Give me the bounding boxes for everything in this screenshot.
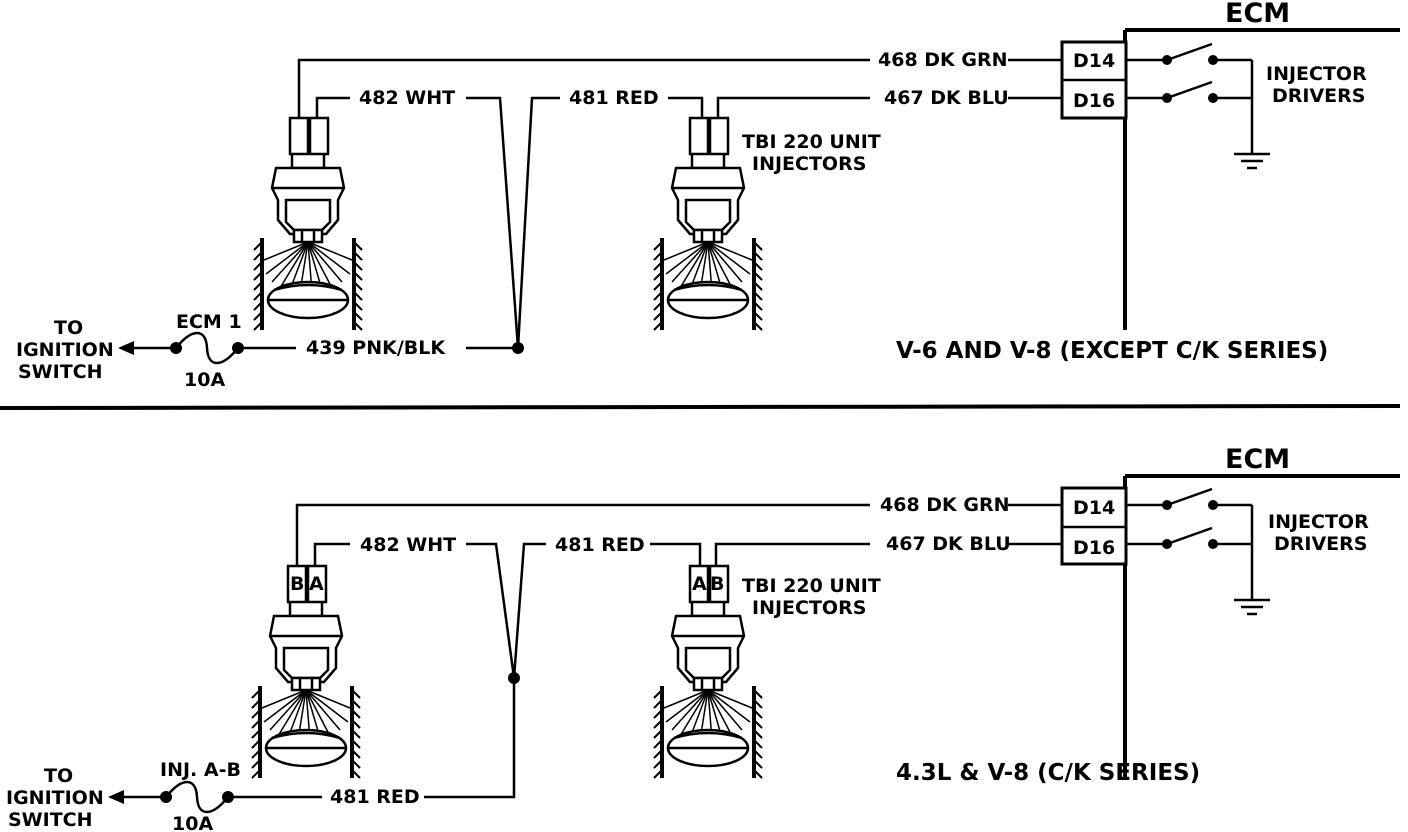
bottom-wire-468 — [295, 503, 870, 566]
top-to-ignition-line3: SWITCH — [18, 361, 103, 383]
bottom-to-ignition-line2: IGNITION — [6, 787, 104, 809]
bottom-diagram: ECM D14 D16 INJECTOR DRIVERS 468 DK GRN — [6, 444, 1400, 832]
top-wire-467-label: 467 DK BLU — [884, 87, 1009, 109]
top-left-injector-icon — [252, 116, 364, 332]
top-tbi-line1: TBI 220 UNIT — [742, 131, 881, 153]
top-to-ignition-line1: TO — [54, 317, 83, 339]
bottom-wire-468-label: 468 DK GRN — [880, 494, 1010, 516]
bottom-left-conn-b: B — [290, 573, 304, 595]
bottom-injector-driver-switches — [1126, 487, 1254, 549]
top-injector-drivers-line2: DRIVERS — [1272, 85, 1365, 107]
top-to-ignition-line2: IGNITION — [16, 339, 114, 361]
bottom-wire-481-feed-label: 481 RED — [330, 786, 420, 808]
bottom-arrow-icon — [108, 790, 124, 804]
bottom-caption: 4.3L & V-8 (C/K SERIES) — [896, 760, 1200, 786]
bottom-ecm-label: ECM — [1225, 444, 1290, 475]
bottom-ground-icon — [1232, 564, 1272, 616]
top-wire-481 — [516, 96, 560, 349]
top-wire-481-label: 481 RED — [569, 87, 659, 109]
bottom-tbi-line1: TBI 220 UNIT — [742, 575, 881, 597]
bottom-fuse-name: INJ. A-B — [160, 759, 241, 781]
top-wire-467 — [716, 96, 870, 118]
bottom-injector-drivers-line2: DRIVERS — [1274, 533, 1367, 555]
section-divider — [0, 404, 1401, 410]
bottom-left-injector-icon — [250, 564, 362, 780]
bottom-wire-481-label: 481 RED — [555, 534, 645, 556]
top-diagram: ECM D14 D16 INJECTOR DRIVERS 468 DK GRN — [16, 0, 1400, 391]
bottom-wire-481 — [512, 542, 546, 679]
bottom-wire-482 — [466, 542, 516, 679]
top-fuse-icon — [170, 331, 244, 365]
top-wire-482 — [466, 96, 520, 349]
bottom-to-ignition-line3: SWITCH — [8, 809, 93, 831]
bottom-right-conn-a: A — [692, 573, 707, 595]
top-pin-d14: D14 — [1073, 50, 1115, 72]
bottom-right-injector-icon — [652, 564, 764, 780]
bottom-to-ignition-line1: TO — [44, 765, 73, 787]
bottom-wire-467-label: 467 DK BLU — [886, 533, 1011, 555]
top-injector-driver-switches — [1126, 42, 1254, 103]
bottom-pin-d14: D14 — [1073, 497, 1115, 519]
top-tbi-line2: INJECTORS — [752, 153, 866, 175]
top-wire-468 — [297, 58, 870, 118]
bottom-tbi-line2: INJECTORS — [752, 597, 866, 619]
top-pin-d16: D16 — [1073, 90, 1115, 112]
top-wire-468-label: 468 DK GRN — [878, 49, 1008, 71]
top-fuse-rating: 10A — [184, 369, 225, 391]
top-ecm-label: ECM — [1225, 0, 1290, 29]
bottom-fuse-rating: 10A — [172, 813, 213, 832]
top-caption: V-6 AND V-8 (EXCEPT C/K SERIES) — [896, 338, 1328, 364]
bottom-fuse-icon — [160, 780, 234, 814]
bottom-pin-d16: D16 — [1073, 537, 1115, 559]
top-fuse-name: ECM 1 — [176, 311, 242, 333]
top-ground-icon — [1232, 118, 1272, 170]
bottom-wire-467 — [714, 542, 870, 566]
bottom-injector-drivers-line1: INJECTOR — [1268, 511, 1369, 533]
bottom-wire-482-label: 482 WHT — [360, 534, 456, 556]
top-arrow-icon — [118, 341, 134, 355]
top-injector-drivers-line1: INJECTOR — [1266, 63, 1367, 85]
bottom-wire-481-feed — [424, 678, 516, 799]
top-wire-439-label: 439 PNK/BLK — [306, 337, 446, 359]
top-wire-482-label: 482 WHT — [359, 87, 455, 109]
bottom-right-conn-b: B — [710, 573, 724, 595]
bottom-left-conn-a: A — [309, 573, 324, 595]
